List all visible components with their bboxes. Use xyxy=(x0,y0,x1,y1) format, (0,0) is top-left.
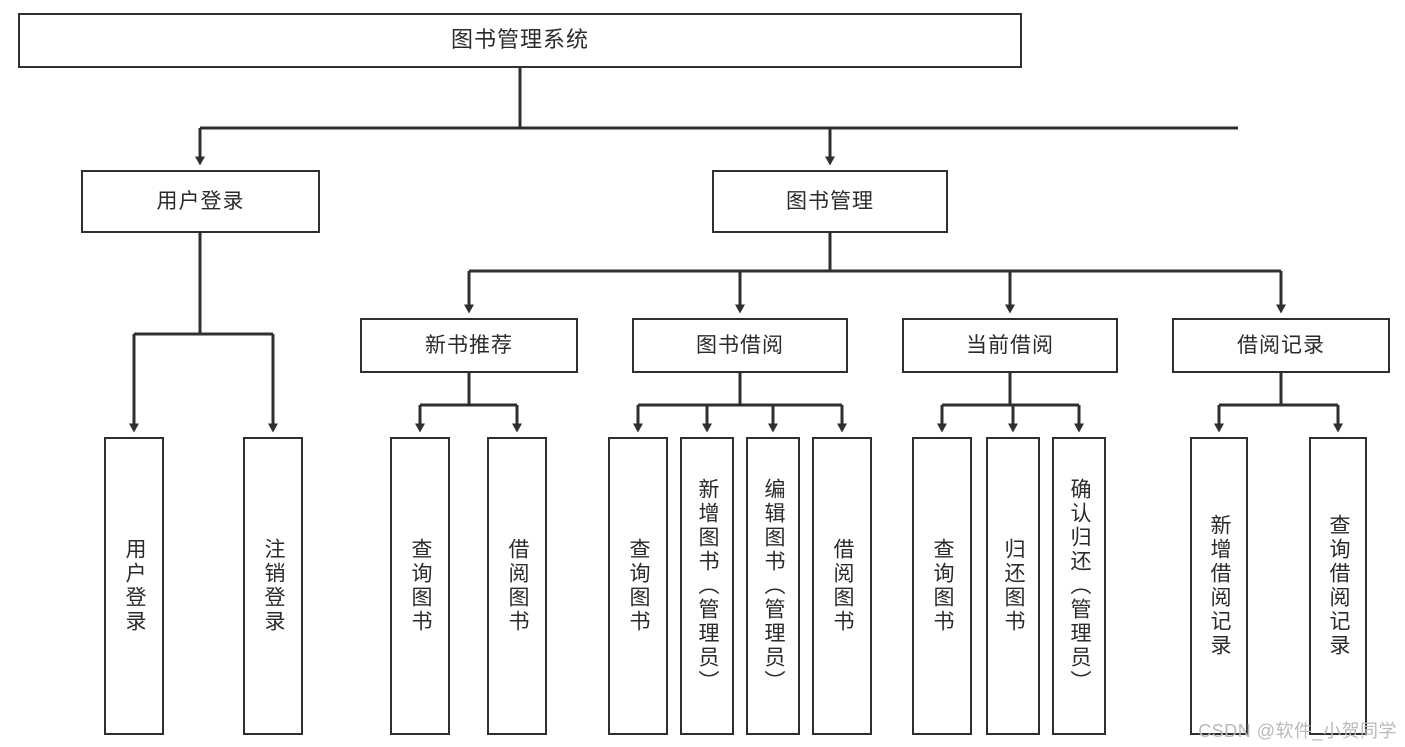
leaf-borrow-book-recommend[interactable]: 借阅图书 xyxy=(487,437,547,735)
leaf-add-book-admin-label: 新增图书（管理员） xyxy=(696,478,719,694)
leaf-query-book-borrow-label: 查询图书 xyxy=(627,538,650,634)
node-user-login[interactable]: 用户登录 xyxy=(81,170,320,233)
leaf-query-borrow-record-label: 查询借阅记录 xyxy=(1327,514,1350,658)
leaf-borrow-book-recommend-label: 借阅图书 xyxy=(506,538,529,634)
leaf-query-book-current-label: 查询图书 xyxy=(931,538,954,634)
leaf-query-borrow-record[interactable]: 查询借阅记录 xyxy=(1309,437,1367,735)
leaf-user-login[interactable]: 用户登录 xyxy=(104,437,164,735)
leaf-return-book-label: 归还图书 xyxy=(1002,538,1025,634)
node-book-borrow[interactable]: 图书借阅 xyxy=(632,318,848,373)
node-book-management[interactable]: 图书管理 xyxy=(712,170,948,233)
node-user-login-label: 用户登录 xyxy=(156,189,245,213)
node-root[interactable]: 图书管理系统 xyxy=(18,13,1022,68)
leaf-query-book-borrow[interactable]: 查询图书 xyxy=(608,437,668,735)
node-new-book-recommend-label: 新书推荐 xyxy=(425,333,513,357)
leaf-borrow-book[interactable]: 借阅图书 xyxy=(812,437,872,735)
leaf-user-logout-label: 注销登录 xyxy=(262,538,285,634)
node-new-book-recommend[interactable]: 新书推荐 xyxy=(360,318,578,373)
node-book-borrow-label: 图书借阅 xyxy=(696,333,784,357)
leaf-add-book-admin[interactable]: 新增图书（管理员） xyxy=(680,437,734,735)
node-root-label: 图书管理系统 xyxy=(450,27,589,53)
leaf-query-book-recommend-label: 查询图书 xyxy=(409,538,432,634)
node-current-borrow-label: 当前借阅 xyxy=(966,333,1054,357)
leaf-query-book-recommend[interactable]: 查询图书 xyxy=(390,437,450,735)
watermark: CSDN @软件_小贺同学 xyxy=(1198,721,1397,741)
leaf-query-book-current[interactable]: 查询图书 xyxy=(912,437,972,735)
leaf-user-login-label: 用户登录 xyxy=(123,538,146,634)
leaf-user-logout[interactable]: 注销登录 xyxy=(243,437,303,735)
leaf-return-book[interactable]: 归还图书 xyxy=(986,437,1040,735)
leaf-edit-book-admin[interactable]: 编辑图书（管理员） xyxy=(746,437,800,735)
leaf-confirm-return-admin-label: 确认归还（管理员） xyxy=(1068,478,1091,694)
leaf-edit-book-admin-label: 编辑图书（管理员） xyxy=(762,478,785,694)
leaf-add-borrow-record-label: 新增借阅记录 xyxy=(1208,514,1231,658)
node-current-borrow[interactable]: 当前借阅 xyxy=(902,318,1118,373)
node-borrow-record[interactable]: 借阅记录 xyxy=(1172,318,1390,373)
leaf-confirm-return-admin[interactable]: 确认归还（管理员） xyxy=(1052,437,1106,735)
node-book-management-label: 图书管理 xyxy=(786,189,874,213)
leaf-add-borrow-record[interactable]: 新增借阅记录 xyxy=(1190,437,1248,735)
leaf-borrow-book-label: 借阅图书 xyxy=(831,538,854,634)
node-borrow-record-label: 借阅记录 xyxy=(1237,333,1325,357)
